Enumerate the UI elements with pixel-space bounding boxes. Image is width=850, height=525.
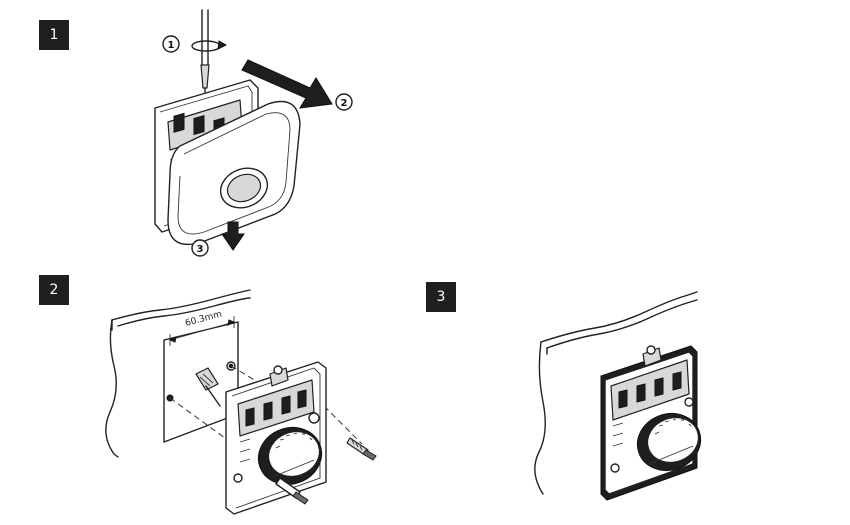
step-1-illustration: 1 2 3 (154, 9, 353, 257)
screw-icon (346, 437, 377, 461)
rotate-arrow-icon (191, 40, 228, 52)
dial-icon (636, 413, 702, 471)
step-badge-2: 2 (39, 275, 69, 305)
arrow-down-icon (221, 221, 245, 251)
callout-1: 1 (162, 35, 180, 53)
wall (534, 291, 698, 495)
callout-number: 2 (341, 98, 348, 109)
dial-icon (233, 427, 323, 485)
callout-3: 3 (191, 239, 209, 257)
step-number: 3 (436, 289, 446, 305)
wall (105, 289, 251, 458)
step-number: 1 (49, 27, 59, 43)
step-badge-3: 3 (426, 282, 456, 312)
step-badge-1: 1 (39, 20, 69, 50)
step-2-illustration: 60.3mm (105, 289, 377, 515)
step-3-illustration (534, 291, 702, 501)
thermostat-cover (167, 100, 301, 246)
callout-number: 3 (197, 244, 204, 255)
screw-icon (275, 477, 309, 505)
screwdriver-icon (200, 9, 210, 101)
step-number: 2 (49, 282, 59, 298)
arrow-pull-icon (241, 59, 333, 109)
wall-plug-icon (195, 367, 221, 407)
callout-number: 1 (168, 40, 175, 51)
callout-2: 2 (335, 93, 353, 111)
